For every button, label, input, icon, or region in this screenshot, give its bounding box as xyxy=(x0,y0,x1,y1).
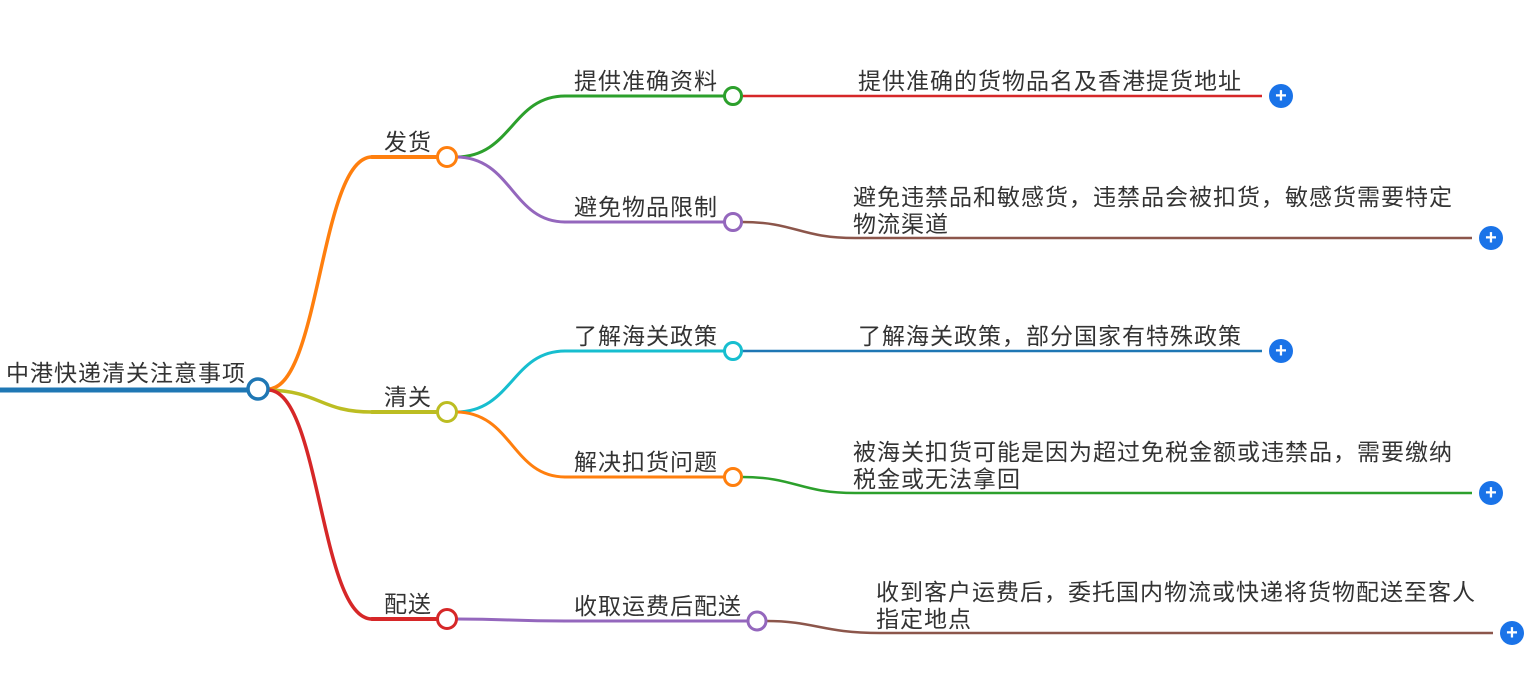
item-restrictions-node-circle[interactable] xyxy=(723,212,743,232)
link-root-shipping xyxy=(267,155,373,391)
link-customs-detained xyxy=(455,410,566,479)
expand-button-fee-delivery[interactable]: + xyxy=(1500,621,1524,645)
fee-delivery-node-circle[interactable] xyxy=(746,610,768,632)
topic-customs-policy-label[interactable]: 了解海关政策 xyxy=(574,323,718,349)
shipping-node-circle[interactable] xyxy=(436,146,458,168)
topic-detained-goods-label[interactable]: 解决扣货问题 xyxy=(574,449,718,475)
link-customs-policy xyxy=(455,349,566,414)
root-node-circle[interactable] xyxy=(246,377,270,401)
detail-fee-delivery-text[interactable]: 收到客户运费后，委托国内物流或快递将货物配送至客人指定地点 xyxy=(876,579,1476,632)
detail-accurate-info-text[interactable]: 提供准确的货物品名及香港提货地址 xyxy=(858,68,1242,94)
link-shipping-accurate-info xyxy=(455,94,566,159)
leaf-line-detained-goods xyxy=(741,475,1472,495)
link-shipping-item-restrictions xyxy=(455,155,566,224)
accurate-info-node-circle[interactable] xyxy=(723,86,743,106)
detained-goods-node-circle[interactable] xyxy=(723,467,743,487)
branch-delivery-label[interactable]: 配送 xyxy=(384,591,432,617)
customs-node-circle[interactable] xyxy=(436,401,458,423)
expand-button-accurate-info[interactable]: + xyxy=(1269,84,1293,108)
customs-policy-node-circle[interactable] xyxy=(723,341,743,361)
expand-button-item-restrictions[interactable]: + xyxy=(1479,226,1503,250)
topic-fee-delivery-label[interactable]: 收取运费后配送 xyxy=(574,593,742,619)
topic-accurate-info-label[interactable]: 提供准确资料 xyxy=(574,68,718,94)
detail-customs-policy-text[interactable]: 了解海关政策，部分国家有特殊政策 xyxy=(858,323,1242,349)
link-root-delivery xyxy=(267,388,373,621)
detail-detained-goods-text[interactable]: 被海关扣货可能是因为超过免税金额或违禁品，需要缴纳税金或无法拿回 xyxy=(853,439,1453,492)
topic-item-restrictions-label[interactable]: 避免物品限制 xyxy=(574,194,718,220)
link-root-customs xyxy=(267,388,373,414)
delivery-node-circle[interactable] xyxy=(436,608,458,630)
branch-customs-label[interactable]: 清关 xyxy=(384,384,432,410)
expand-button-detained-goods[interactable]: + xyxy=(1479,481,1503,505)
root-label[interactable]: 中港快递清关注意事项 xyxy=(6,360,246,386)
link-delivery-fee xyxy=(455,617,566,623)
detail-item-restrictions-text[interactable]: 避免违禁品和敏感货，违禁品会被扣货，敏感货需要特定物流渠道 xyxy=(853,184,1453,237)
leaf-line-item-restrictions xyxy=(741,220,1472,240)
expand-button-customs-policy[interactable]: + xyxy=(1269,339,1293,363)
branch-shipping-label[interactable]: 发货 xyxy=(384,129,432,155)
leaf-line-fee-delivery xyxy=(765,619,1493,635)
